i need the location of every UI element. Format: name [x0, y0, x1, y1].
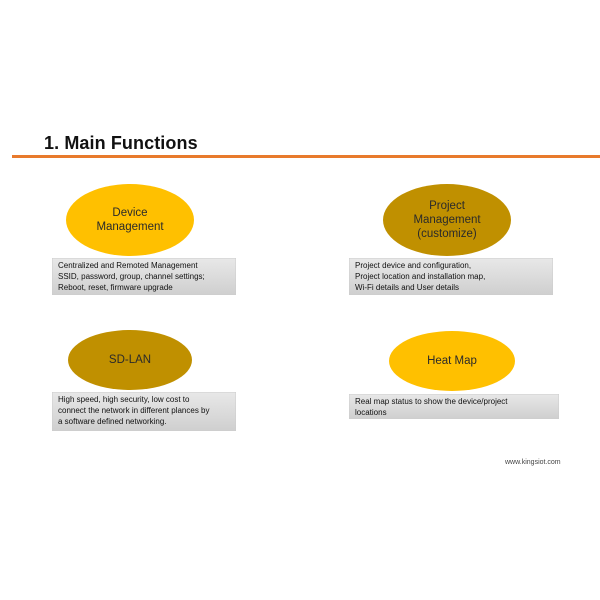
sd-lan-label: SD-LAN [108, 354, 152, 366]
project-management-description: Project device and configuration, Projec… [349, 258, 553, 295]
heat-map-description: Real map status to show the device/proje… [349, 394, 559, 419]
project-management-oval: Project Management (customize) [383, 184, 511, 256]
footer-url: www.kingsiot.com [505, 459, 561, 466]
device-management-label: Device Management [96, 207, 164, 233]
title-divider [12, 155, 600, 158]
heat-map-oval: Heat Map [389, 331, 515, 391]
page-title: 1. Main Functions [44, 133, 198, 153]
heat-map-label: Heat Map [427, 355, 477, 367]
project-management-label: Project Management (customize) [413, 200, 481, 240]
device-management-oval: Device Management [66, 184, 194, 256]
sd-lan-description: High speed, high security, low cost to c… [52, 392, 236, 431]
device-management-description: Centralized and Remoted Management SSID,… [52, 258, 236, 295]
sd-lan-oval: SD-LAN [68, 330, 192, 390]
